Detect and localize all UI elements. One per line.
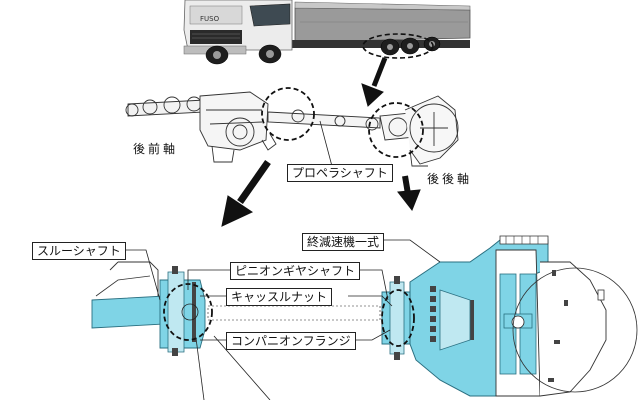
drivetrain-overview <box>125 91 459 167</box>
highlight-circle-left <box>261 87 315 141</box>
truck-rear-axle-highlight <box>362 33 434 59</box>
label-propeller-shaft: プロペラシャフト <box>287 164 393 182</box>
label-companion-flange: コンパニオンフランジ <box>226 332 356 350</box>
detail-highlights <box>261 87 424 158</box>
truck-brand-logo: FUSO <box>200 15 220 23</box>
label-pinion-gear-shaft: ピニオンギヤシャフト <box>230 262 361 280</box>
leader-pinion-shaft <box>350 269 389 301</box>
label-rear-rear-axle: 後後軸 <box>427 172 473 186</box>
arrows <box>221 57 421 227</box>
arrow-down-truck <box>361 83 384 107</box>
label-rear-front-axle: 後前軸 <box>133 142 179 156</box>
arrow-right-down <box>397 189 421 211</box>
label-final-reduction-assembly: 終減速機一式 <box>302 233 385 251</box>
truck-illustration: FUSO <box>183 0 471 65</box>
through-shaft-part <box>91 295 166 329</box>
label-castle-nut: キャッスルナット <box>226 288 333 306</box>
highlight-circle-right <box>368 102 424 158</box>
leader-final-reduction <box>378 239 441 263</box>
leader-propeller-shaft <box>295 120 334 171</box>
leader-castle-nut <box>348 295 393 307</box>
label-through-shaft: スルーシャフト <box>32 242 126 260</box>
leader-companion-flange <box>352 329 391 341</box>
arrow-left-down <box>221 195 254 227</box>
detail-drawing <box>91 235 638 397</box>
detail-circle-right <box>381 289 415 347</box>
